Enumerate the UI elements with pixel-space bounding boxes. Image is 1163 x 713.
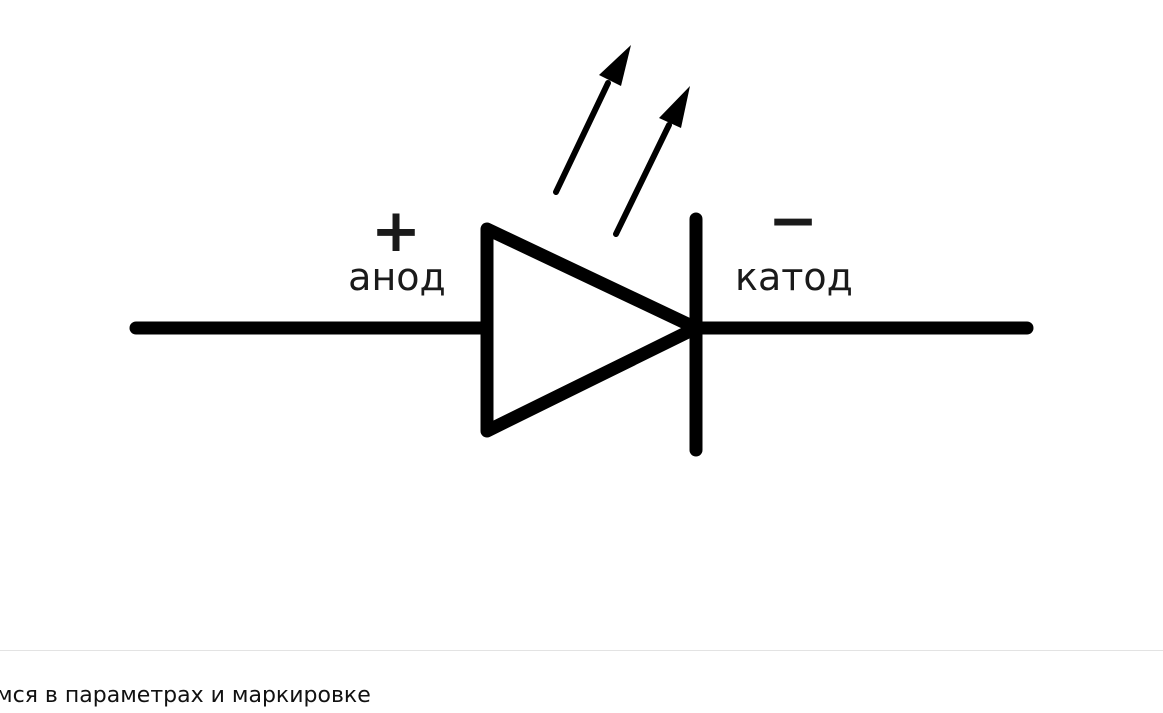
led-schematic-diagram: + анод − катод (129, 45, 1034, 457)
light-emission-arrow-icon (613, 86, 690, 237)
content-divider (0, 650, 1163, 651)
diode-triangle-icon (480, 222, 703, 438)
cathode-label: катод (735, 255, 853, 299)
anode-label: анод (348, 255, 446, 299)
light-emission-arrow-icon (553, 45, 631, 195)
article-text-fragment: мся в параметрах и маркировке (0, 683, 371, 708)
minus-sign: − (768, 186, 818, 256)
plus-sign: + (371, 196, 421, 266)
